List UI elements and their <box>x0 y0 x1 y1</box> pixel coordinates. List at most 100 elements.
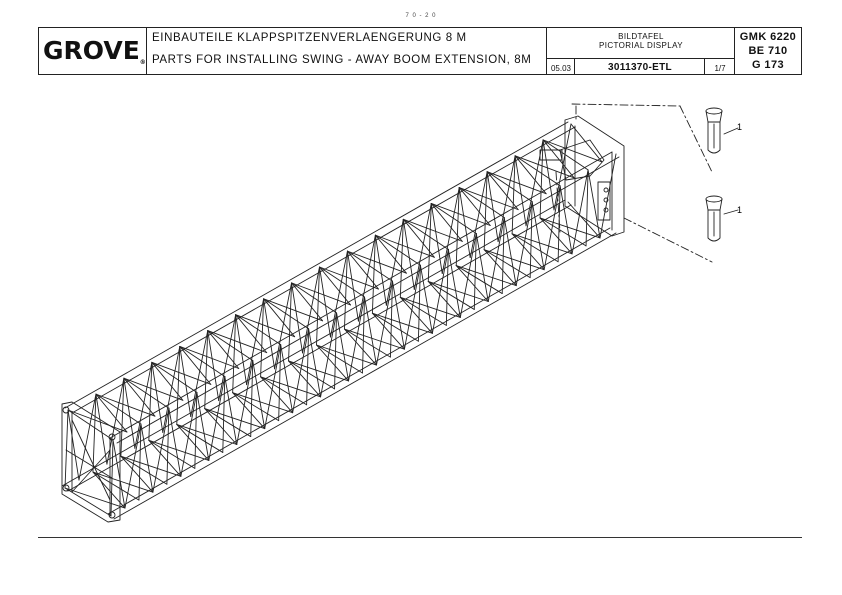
lattice-member <box>288 360 322 398</box>
lattice-member <box>346 250 359 322</box>
lattice-member <box>190 330 209 417</box>
lattice-strut <box>120 377 125 457</box>
lattice-member <box>308 328 322 398</box>
lattice-strut <box>260 376 308 406</box>
lattice-member <box>511 233 573 255</box>
lattice-strut <box>232 392 280 422</box>
lattice-member <box>487 217 505 302</box>
lattice-member <box>292 328 310 414</box>
divider <box>574 58 575 74</box>
title-german: EINBAUTEILE KLAPPSPITZENVERLAENGERUNG 8 … <box>152 32 467 44</box>
lattice-member <box>511 233 545 271</box>
lattice-strut <box>64 409 69 489</box>
leader-lines <box>555 103 713 263</box>
lattice-member <box>176 423 210 461</box>
lattice-member <box>483 249 517 287</box>
title-english: PARTS FOR INSTALLING SWING - AWAY BOOM E… <box>152 54 532 66</box>
issue-date: 05.03 <box>550 64 572 73</box>
lattice-member <box>343 328 405 350</box>
lattice-member <box>542 139 575 179</box>
lattice-member <box>260 376 322 398</box>
lattice-strut <box>402 218 449 250</box>
lattice-strut <box>458 187 505 219</box>
lattice-member <box>431 248 449 334</box>
lattice-member <box>124 423 142 509</box>
lattice-strut <box>316 344 363 374</box>
lattice-strut <box>260 298 265 378</box>
lattice-member <box>419 264 433 334</box>
lattice-member <box>123 377 136 449</box>
lattice-member <box>531 201 545 271</box>
lattice-strut <box>316 266 320 346</box>
lattice-diagonals <box>64 123 617 517</box>
lattice-strut <box>430 202 477 234</box>
lattice-member <box>364 296 377 366</box>
lattice-member <box>497 155 516 243</box>
lattice-strut <box>455 187 460 267</box>
lattice-strut <box>585 169 589 247</box>
lattice-member <box>95 393 156 417</box>
lattice-strut <box>123 377 170 409</box>
pin-upper <box>705 107 723 154</box>
lattice-member <box>95 393 108 465</box>
lattice-member <box>458 187 519 211</box>
lattice-member <box>402 218 463 242</box>
title-block: GROVE® EINBAUTEILE KLAPPSPITZENVERLAENGE… <box>38 27 802 75</box>
lattice-strut <box>288 282 293 362</box>
lattice-member <box>330 250 348 338</box>
lattice-member <box>151 361 212 385</box>
lattice-strut <box>399 218 404 298</box>
lattice-member <box>357 234 376 322</box>
lattice-member <box>374 234 387 306</box>
lattice-member <box>235 314 296 338</box>
lattice-member <box>264 344 282 430</box>
boom-end-frame <box>61 401 121 523</box>
lattice-member <box>542 139 603 163</box>
lattice-strut <box>64 487 112 517</box>
lattice-strut <box>346 250 393 282</box>
lattice-member <box>291 282 303 354</box>
lattice-member <box>525 139 544 227</box>
lattice-strut <box>455 265 503 295</box>
page-number: 7 0 - 2 0 <box>405 13 437 19</box>
lattice-strut <box>486 171 533 203</box>
boom-chords <box>61 121 620 520</box>
lattice-strut <box>67 409 114 441</box>
lattice-strut <box>263 298 310 330</box>
lattice-member <box>376 280 393 366</box>
lattice-strut <box>204 408 252 438</box>
lattice-strut <box>539 139 544 219</box>
lattice-member <box>140 423 154 493</box>
model-be: BE 710 <box>748 45 788 57</box>
lattice-member <box>515 201 533 287</box>
lattice-member <box>168 407 182 477</box>
lattice-strut <box>148 361 153 441</box>
lattice-member <box>252 360 266 430</box>
lattice-member <box>455 265 517 287</box>
lattice-member <box>553 123 572 211</box>
lattice-member <box>413 202 432 290</box>
divider <box>546 28 547 74</box>
lattice-strut <box>95 393 142 425</box>
lattice-strut <box>151 361 198 393</box>
lattice-member <box>402 218 415 290</box>
lattice-member <box>486 171 547 195</box>
divider <box>734 28 735 74</box>
lattice-member <box>263 298 324 322</box>
lattice-strut <box>235 314 282 346</box>
lattice-member <box>179 345 192 417</box>
lattice-member <box>218 314 237 402</box>
lattice-member <box>208 375 226 461</box>
lattice-member <box>346 250 407 274</box>
lattice-member <box>120 455 182 477</box>
lattice-member <box>152 407 170 493</box>
lattice-strut <box>427 202 432 282</box>
lattice-member <box>430 202 491 226</box>
lattice-member <box>427 280 489 302</box>
lattice-strut <box>291 282 338 314</box>
lattice-member <box>371 312 433 334</box>
lattice-member <box>374 234 435 258</box>
divider <box>146 28 147 74</box>
lattice-member <box>78 393 97 481</box>
lattice-strut <box>511 233 559 263</box>
